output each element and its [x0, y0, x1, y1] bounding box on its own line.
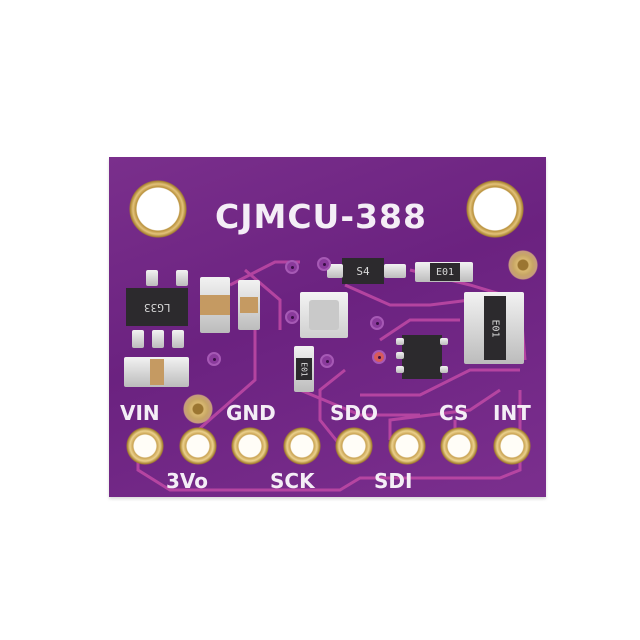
diode-marking: S4: [356, 264, 370, 278]
regulator-tab: [176, 270, 188, 286]
chip-pin: [396, 366, 404, 373]
pin-pad-int: [493, 427, 531, 465]
pin-label-sck: SCK: [270, 469, 315, 493]
diode-s4: S4: [342, 258, 384, 284]
resistor-e01-top-body: E01: [430, 263, 460, 281]
capacitor-body: [200, 295, 230, 315]
chip-pin: [396, 352, 404, 359]
board-title: CJMCU-388: [215, 197, 427, 236]
mounting-hole-right: [466, 180, 524, 238]
pin-pad-vin: [126, 427, 164, 465]
via: [372, 350, 386, 364]
pin-label-gnd: GND: [226, 401, 276, 425]
capacitor-body: [240, 297, 258, 313]
capacitor-body: [150, 359, 164, 385]
voltage-regulator-chip: LG33: [126, 288, 188, 326]
resistor-marking: E01: [299, 361, 309, 377]
sensor-inner: [309, 300, 339, 330]
pin-pad-sdo: [335, 427, 373, 465]
regulator-marking: LG33: [143, 300, 171, 314]
via: [285, 260, 299, 274]
sot23-chip: [402, 335, 442, 379]
pin-pad-sdi: [388, 427, 426, 465]
regulator-pin: [152, 330, 164, 348]
resistor-e01-vertical-body: E01: [296, 358, 312, 380]
mounting-hole-left: [129, 180, 187, 238]
diode-pad: [384, 264, 406, 278]
regulator-pin: [132, 330, 144, 348]
small-hole-top-right: [508, 250, 538, 280]
via: [317, 257, 331, 271]
via: [207, 352, 221, 366]
pin-pad-cs: [440, 427, 478, 465]
pin-label-int: INT: [493, 401, 531, 425]
pin-label-cs: CS: [439, 401, 469, 425]
pin-label-3vo: 3Vo: [166, 469, 209, 493]
small-hole-left: [183, 394, 213, 424]
resistor-marking: E01: [435, 266, 455, 278]
resistor-marking: E01: [489, 318, 501, 338]
chip-pin: [440, 366, 448, 373]
pin-pad-gnd: [231, 427, 269, 465]
via: [370, 316, 384, 330]
pin-label-sdi: SDI: [374, 469, 413, 493]
pin-pad-sck: [283, 427, 321, 465]
chip-pin: [396, 338, 404, 345]
chip-pin: [440, 338, 448, 345]
resistor-array-body: E01: [484, 296, 506, 360]
pin-label-sdo: SDO: [330, 401, 379, 425]
diode-pad: [327, 264, 343, 278]
via: [285, 310, 299, 324]
via: [320, 354, 334, 368]
pin-label-vin: VIN: [120, 401, 160, 425]
pin-pad-3vo: [179, 427, 217, 465]
regulator-tab: [146, 270, 158, 286]
regulator-pin: [172, 330, 184, 348]
